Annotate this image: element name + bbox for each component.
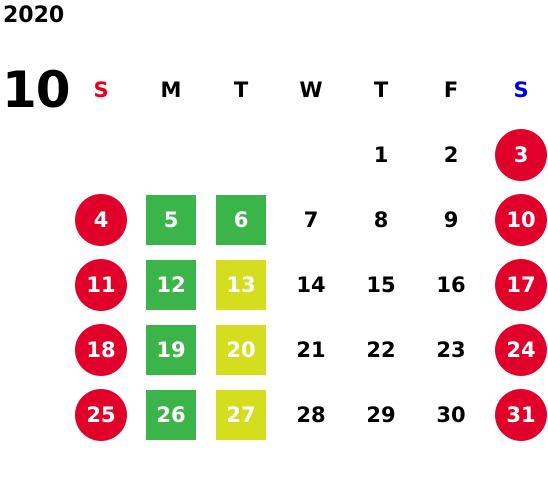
day-cell-30[interactable]: 30 [416, 383, 486, 447]
day-cell-6[interactable]: 6 [206, 188, 276, 252]
day-cell-18[interactable]: 18 [66, 318, 136, 382]
year-label: 2020 [3, 3, 65, 28]
day-number: 28 [296, 402, 326, 427]
day-cell-11[interactable]: 11 [66, 253, 136, 317]
weekday-header-wednesday: W [299, 78, 323, 102]
empty-day-cell [206, 123, 276, 187]
day-cell-24[interactable]: 24 [486, 318, 548, 382]
day-cell-22[interactable]: 22 [346, 318, 416, 382]
day-cell-17[interactable]: 17 [486, 253, 548, 317]
yellow-marked-day: 20 [216, 325, 266, 375]
yellow-marked-day: 13 [216, 260, 266, 310]
holiday-circle-day: 18 [75, 324, 127, 376]
empty-day-cell [276, 123, 346, 187]
day-number: 16 [436, 272, 466, 297]
holiday-circle-day: 31 [495, 389, 547, 441]
week-row: 1 2 3 [66, 123, 548, 187]
day-cell-26[interactable]: 26 [136, 383, 206, 447]
weekday-header-sunday: S [93, 78, 109, 102]
day-number: 9 [443, 207, 459, 232]
green-marked-day: 12 [146, 260, 196, 310]
day-cell-2[interactable]: 2 [416, 123, 486, 187]
green-marked-day: 6 [216, 195, 266, 245]
day-cell-31[interactable]: 31 [486, 383, 548, 447]
weekday-header-tuesday: T [233, 78, 249, 102]
day-cell-7[interactable]: 7 [276, 188, 346, 252]
day-cell-27[interactable]: 27 [206, 383, 276, 447]
day-number: 15 [366, 272, 396, 297]
day-cell-13[interactable]: 13 [206, 253, 276, 317]
weekday-header-friday: F [443, 78, 459, 102]
day-number: 8 [373, 207, 389, 232]
day-number: 29 [366, 402, 396, 427]
day-number: 22 [366, 337, 396, 362]
day-cell-20[interactable]: 20 [206, 318, 276, 382]
week-row: 11 12 13 14 15 16 17 [66, 253, 548, 317]
day-cell-21[interactable]: 21 [276, 318, 346, 382]
day-cell-15[interactable]: 15 [346, 253, 416, 317]
holiday-circle-day: 10 [495, 194, 547, 246]
weekday-header-monday: M [160, 78, 182, 102]
day-cell-19[interactable]: 19 [136, 318, 206, 382]
day-number: 2 [443, 142, 459, 167]
empty-day-cell [136, 123, 206, 187]
day-number: 1 [373, 142, 389, 167]
day-number: 7 [303, 207, 319, 232]
weekday-header-thursday: T [373, 78, 389, 102]
day-cell-12[interactable]: 12 [136, 253, 206, 317]
month-number: 10 [2, 61, 71, 119]
day-cell-8[interactable]: 8 [346, 188, 416, 252]
day-cell-5[interactable]: 5 [136, 188, 206, 252]
empty-day-cell [66, 123, 136, 187]
holiday-circle-day: 11 [75, 259, 127, 311]
day-number: 14 [296, 272, 326, 297]
holiday-circle-day: 3 [495, 129, 547, 181]
green-marked-day: 5 [146, 195, 196, 245]
day-cell-10[interactable]: 10 [486, 188, 548, 252]
day-number: 23 [436, 337, 466, 362]
holiday-circle-day: 24 [495, 324, 547, 376]
day-number: 30 [436, 402, 466, 427]
holiday-circle-day: 25 [75, 389, 127, 441]
day-cell-29[interactable]: 29 [346, 383, 416, 447]
day-cell-1[interactable]: 1 [346, 123, 416, 187]
day-cell-25[interactable]: 25 [66, 383, 136, 447]
day-cell-23[interactable]: 23 [416, 318, 486, 382]
day-number: 21 [296, 337, 326, 362]
day-cell-28[interactable]: 28 [276, 383, 346, 447]
day-cell-14[interactable]: 14 [276, 253, 346, 317]
week-row: 18 19 20 21 22 23 24 [66, 318, 548, 382]
weekday-header-saturday: S [513, 78, 529, 102]
holiday-circle-day: 17 [495, 259, 547, 311]
green-marked-day: 26 [146, 390, 196, 440]
day-cell-9[interactable]: 9 [416, 188, 486, 252]
day-cell-4[interactable]: 4 [66, 188, 136, 252]
day-cell-3[interactable]: 3 [486, 123, 548, 187]
week-row: 25 26 27 28 29 30 31 [66, 383, 548, 447]
day-cell-16[interactable]: 16 [416, 253, 486, 317]
holiday-circle-day: 4 [75, 194, 127, 246]
green-marked-day: 19 [146, 325, 196, 375]
yellow-marked-day: 27 [216, 390, 266, 440]
